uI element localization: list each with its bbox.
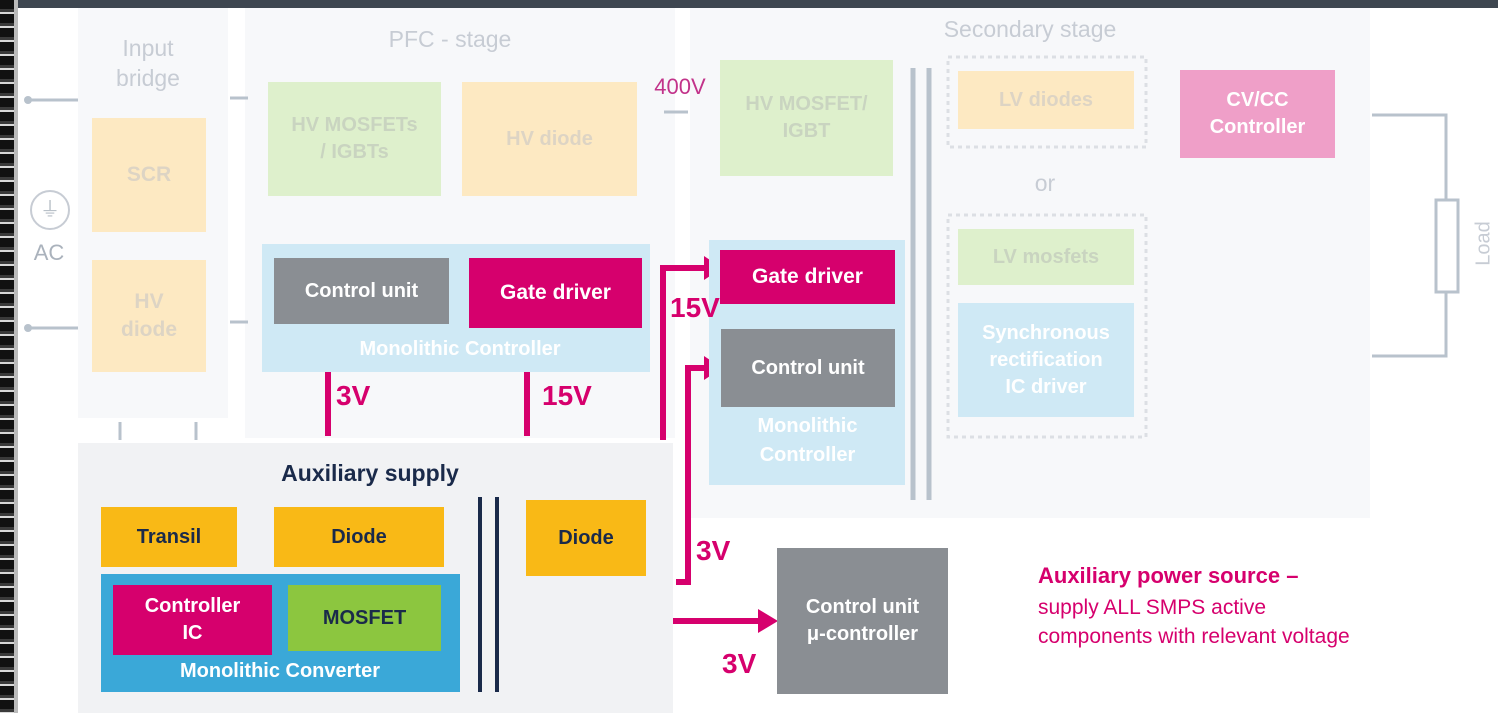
secondary-stage-title: Secondary stage xyxy=(943,16,1117,42)
monolithic-converter-label: Monolithic Converter xyxy=(179,660,380,682)
ac-terminal-top xyxy=(24,96,32,104)
load-resistor xyxy=(1434,198,1460,294)
lv-mosfets-block: LV mosfets xyxy=(958,229,1134,285)
ac-terminal-bottom xyxy=(24,324,32,332)
note-body: supply ALL SMPS active components with r… xyxy=(1038,596,1350,649)
secondary-monolithic-controller-label: Monolithic Controller xyxy=(757,415,858,466)
pfc-hv-mosfets-block: HV MOSFETs / IGBTs xyxy=(268,82,441,196)
transil-block: Transil xyxy=(101,507,237,567)
secondary-hv-mosfet-block: HV MOSFET/ IGBT xyxy=(720,60,893,176)
scr-block: SCR xyxy=(92,118,206,232)
pfc-control-unit: Control unit xyxy=(274,258,449,324)
left-edge-border xyxy=(14,0,18,713)
input-bridge-title: Input bridge xyxy=(116,35,180,91)
lv-diodes-block: LV diodes xyxy=(958,71,1134,129)
arrow-15v-secondary-gate-driver xyxy=(660,265,706,440)
aux-diode-block-1: Diode xyxy=(274,507,444,567)
plug-icon: ⏚ xyxy=(30,190,70,230)
voltage-3v-mcu: 3V xyxy=(722,648,757,679)
cvcc-controller-block: CV/CC Controller xyxy=(1180,70,1335,158)
pfc-stage-title: PFC - stage xyxy=(388,26,512,52)
secondary-gate-driver: Gate driver xyxy=(720,250,895,304)
load-wire-top xyxy=(1372,113,1448,200)
arrow-3v-secondary-control-unit xyxy=(676,365,706,585)
voltage-15v-pfc: 15V xyxy=(542,380,592,411)
synchronous-rectification-block: Synchronous rectification IC driver xyxy=(958,303,1134,417)
aux-diode-block-2: Diode xyxy=(526,500,646,576)
lv-diodes-group xyxy=(946,55,1148,149)
voltage-3v-pfc: 3V xyxy=(336,380,371,411)
voltage-400v: 400V xyxy=(654,74,706,99)
pfc-gate-driver: Gate driver xyxy=(469,258,642,328)
controller-ic-block: Controller IC xyxy=(113,585,272,655)
lv-mosfets-group xyxy=(946,213,1148,439)
top-bar xyxy=(0,0,1498,8)
pfc-hv-diode-block: HV diode xyxy=(462,82,637,196)
note-title: Auxiliary power source – xyxy=(1038,563,1299,588)
aux-mosfet-block: MOSFET xyxy=(288,585,441,651)
load-wire-bottom xyxy=(1372,292,1448,358)
control-unit-mcu-block: Control unit μ-controller xyxy=(777,548,948,694)
ac-label: AC xyxy=(33,240,65,265)
secondary-control-unit: Control unit xyxy=(721,329,895,407)
left-edge-strip xyxy=(0,0,14,713)
voltage-3v-secondary: 3V xyxy=(696,535,731,566)
auxiliary-supply-title: Auxiliary supply xyxy=(281,460,459,486)
or-label: or xyxy=(1034,170,1056,196)
voltage-15v-secondary: 15V xyxy=(670,292,720,323)
pfc-monolithic-controller-label: Monolithic Controller xyxy=(359,338,561,360)
input-hv-diode-block: HV diode xyxy=(92,260,206,372)
load-label: Load xyxy=(1472,221,1495,266)
